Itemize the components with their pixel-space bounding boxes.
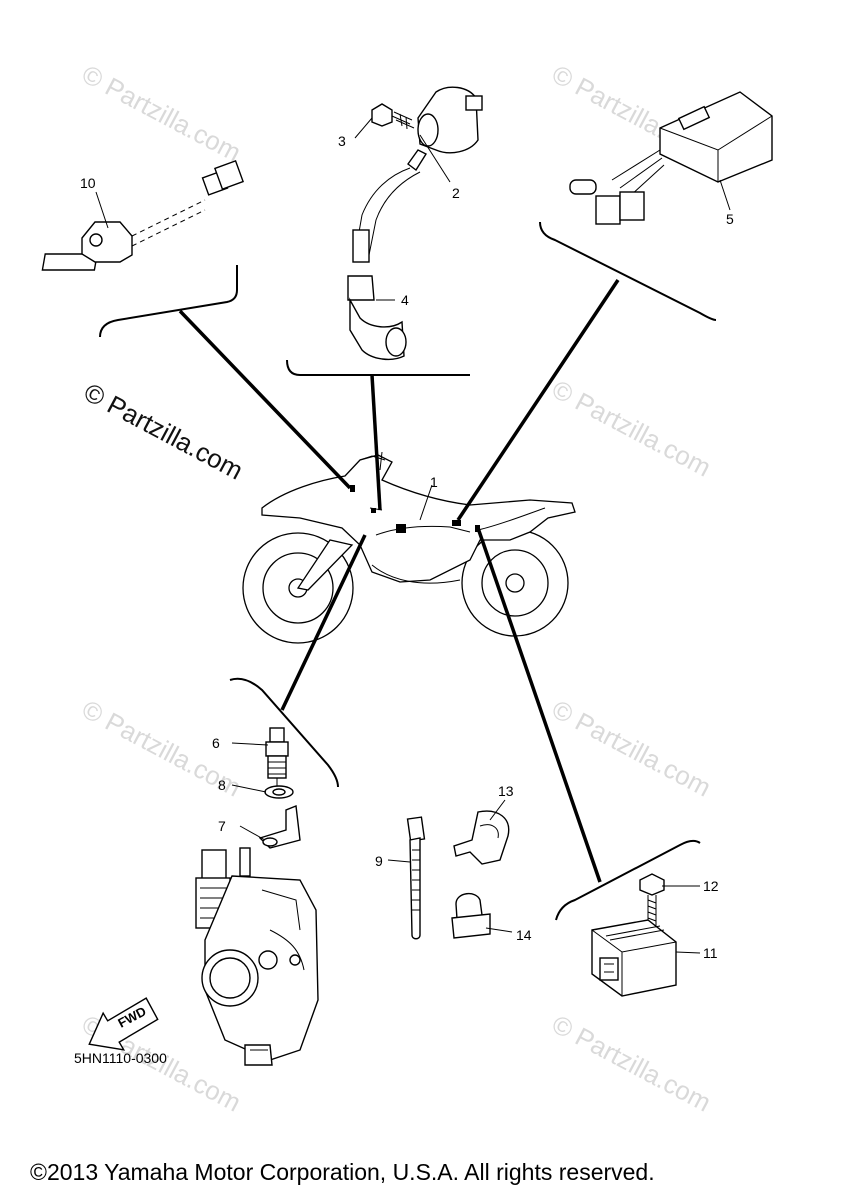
callout-11: 11 (703, 945, 718, 961)
callout-1: 1 (430, 474, 438, 490)
part-10-throttle-switch (41, 160, 244, 271)
watermark-bottom-right: © Partzilla.com (547, 1009, 716, 1118)
callout-5: 5 (726, 211, 734, 227)
callout-10: 10 (80, 175, 96, 191)
callout-3: 3 (338, 133, 346, 149)
part-8-washer (264, 785, 294, 799)
callout-13: 13 (498, 783, 514, 799)
callout-7: 7 (218, 818, 226, 834)
part-6-spark-plug (265, 727, 289, 786)
group-leader-lines (178, 279, 620, 883)
watermark-main: © Partzilla.com (79, 377, 248, 486)
callout-6: 6 (212, 735, 220, 751)
group-brackets (99, 221, 717, 921)
part-13-holder (453, 810, 510, 865)
part-14-clamp (451, 893, 491, 939)
watermark-mid-right: © Partzilla.com (547, 374, 716, 483)
watermark-lower-right: © Partzilla.com (547, 694, 716, 803)
cdi-connector-marker (452, 520, 461, 526)
part-7-stay (258, 805, 301, 849)
part-5-cdi-unit (569, 91, 773, 225)
part-9-cable-tie (406, 816, 426, 940)
callout-14: 14 (516, 927, 532, 943)
callout-8: 8 (218, 777, 226, 793)
carburetor-illustration (195, 847, 319, 1066)
callout-2: 2 (452, 185, 460, 201)
watermark-top-left: © Partzilla.com (77, 59, 246, 168)
part-11-rectifier-regulator (591, 919, 677, 997)
diagram-code: 5HN1110-0300 (74, 1050, 167, 1066)
part-12-bolt (639, 873, 665, 926)
coil-connector-marker (371, 508, 376, 513)
part-2-ignition-coil (354, 86, 483, 256)
copyright-notice: ©2013 Yamaha Motor Corporation, U.S.A. A… (30, 1159, 655, 1185)
motorcycle-illustration (242, 451, 576, 644)
callout-12: 12 (703, 878, 719, 894)
callout-9: 9 (375, 853, 383, 869)
callout-4: 4 (401, 292, 409, 308)
part-4-plug-cap (347, 229, 407, 361)
callout-numbers: 1 2 3 4 5 6 7 8 9 10 11 12 13 14 (80, 133, 734, 961)
switch-connector-marker (350, 485, 355, 492)
callout-leaders (95, 117, 731, 954)
part-3-bolt (371, 103, 415, 130)
fwd-arrow-icon: FWD (88, 997, 159, 1051)
harness-connector-marker (396, 524, 406, 533)
